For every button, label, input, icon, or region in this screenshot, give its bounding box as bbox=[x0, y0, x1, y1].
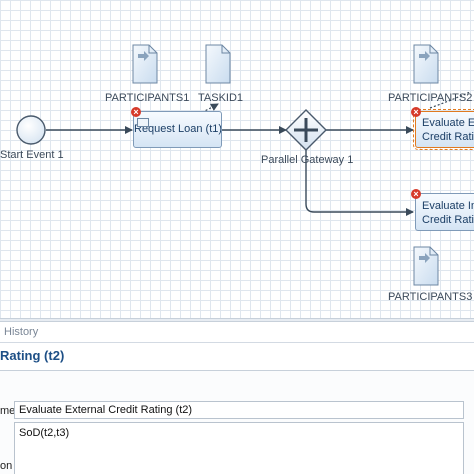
data-object-label: PARTICIPANTS3 bbox=[388, 291, 473, 303]
documentation-textarea[interactable]: SoD(t2,t3) bbox=[14, 422, 464, 474]
description-label: on bbox=[0, 460, 13, 472]
data-object-participants3-icon bbox=[413, 246, 439, 286]
tabbar-divider bbox=[0, 342, 474, 343]
gateway-label: Parallel Gateway 1 bbox=[261, 154, 354, 166]
error-marker-icon[interactable]: × bbox=[411, 189, 421, 199]
data-object-label: PARTICIPANTS2 bbox=[388, 92, 473, 104]
data-object-participants2-icon bbox=[413, 44, 439, 84]
task-label-line2: Credit Ratin bbox=[422, 214, 474, 226]
panel-splitter[interactable] bbox=[0, 318, 474, 322]
properties-title: Rating (t2) bbox=[0, 348, 65, 363]
task-request-loan[interactable]: Request Loan (t1) bbox=[133, 111, 222, 148]
data-object-taskid1-icon bbox=[205, 44, 231, 84]
start-event-label: Start Event 1 bbox=[0, 149, 64, 161]
start-event-circle bbox=[16, 115, 46, 145]
error-marker-icon[interactable]: × bbox=[411, 107, 421, 117]
task-label: Request Loan (t1) bbox=[134, 123, 221, 135]
name-label: me bbox=[0, 405, 16, 417]
task-label-line1: Evaluate Ex bbox=[422, 117, 474, 129]
flow-gateway-to-t3 bbox=[305, 150, 414, 216]
tab-history[interactable]: History bbox=[4, 326, 39, 338]
task-evaluate-internal-credit-rating[interactable]: Evaluate In Credit Ratin bbox=[415, 193, 474, 231]
name-input[interactable] bbox=[14, 401, 464, 419]
user-task-icon bbox=[137, 118, 149, 127]
title-divider bbox=[0, 370, 474, 371]
data-object-label: PARTICIPANTS1 bbox=[105, 92, 190, 104]
data-object-participants1-icon bbox=[132, 44, 158, 84]
diagram-svg bbox=[16, 44, 471, 286]
error-marker-icon[interactable]: × bbox=[131, 107, 141, 117]
data-object-label: TASKID1 bbox=[198, 92, 244, 104]
task-label-line1: Evaluate In bbox=[422, 200, 474, 212]
task-evaluate-external-credit-rating[interactable]: Evaluate Ex Credit Ratin bbox=[413, 109, 474, 150]
diagram-canvas[interactable]: Start Event 1 Parallel Gateway 1 PARTICI… bbox=[0, 0, 474, 318]
task-label-line2: Credit Ratin bbox=[422, 131, 474, 143]
